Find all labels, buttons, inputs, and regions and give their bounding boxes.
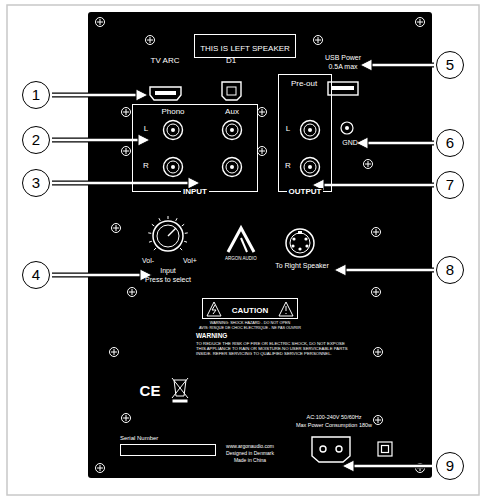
rating-label: 0.5A max: [328, 63, 357, 71]
callout-number: 3: [32, 175, 40, 192]
callout-number: 8: [446, 262, 454, 279]
warning-line: AVIS: RISQUE DE CHOC ELECTRIQUE - NE PAS…: [199, 326, 301, 330]
warning-symbols: [207, 302, 293, 316]
callout-number: 6: [446, 135, 454, 152]
callout-circle: 4: [22, 261, 50, 289]
channel-label: L: [144, 125, 148, 134]
port-label: USB Power: [325, 54, 361, 62]
brand-label: ARGON AUDIO: [225, 257, 257, 262]
output-label: Pre-out: [291, 80, 317, 89]
callout-circle: 7: [436, 171, 464, 199]
channel-label: R: [143, 162, 149, 171]
port-label: TV ARC: [151, 57, 180, 66]
hdmi-port: [150, 87, 181, 100]
callout-circle: 2: [22, 126, 50, 154]
class-ii-symbol: [378, 442, 392, 456]
optical-port: [222, 82, 241, 100]
frame: [7, 5, 479, 495]
warning-heading: WARNING: [196, 332, 227, 339]
callout-circle: 5: [436, 51, 464, 79]
terminal-label: GND: [342, 139, 358, 147]
input-group-box: INPUT: [132, 104, 258, 192]
gnd-terminal: [341, 122, 353, 134]
port-label: D1: [226, 57, 236, 66]
serial-heading: Serial Number: [120, 435, 216, 442]
side-label: THIS IS LEFT SPEAKER: [200, 44, 290, 53]
connector-label: To Right Speaker: [275, 262, 329, 270]
screws: [96, 18, 425, 473]
certification-mark: CE: [140, 383, 161, 400]
callout-circle: 1: [22, 81, 50, 109]
channel-label: R: [285, 162, 291, 171]
knob-label: Press to select: [145, 276, 191, 284]
usb-port: [328, 82, 358, 95]
back-panel: [88, 12, 432, 478]
callout-number: 1: [32, 87, 40, 104]
callout-number: 4: [32, 267, 40, 284]
serial-field: [120, 444, 216, 456]
info-text: Made in China: [234, 458, 266, 464]
din-connector: [286, 229, 314, 257]
group-heading: OUTPUT: [287, 188, 324, 197]
knob-label: Vol+: [183, 257, 197, 265]
side-label-box: THIS IS LEFT SPEAKER: [194, 34, 296, 58]
callout-number: 9: [446, 458, 454, 475]
knob-label: Input: [160, 267, 176, 275]
power-rating: Max Power Consumption 180w: [296, 422, 372, 428]
power-inlet: [312, 437, 350, 462]
caution-box: CAUTION: [202, 298, 298, 319]
serial-number-box: Serial Number: [120, 435, 216, 456]
group-heading: INPUT: [181, 188, 209, 197]
callout-number: 7: [446, 177, 454, 194]
info-text: Designed in Denmark: [226, 451, 274, 457]
warning-text: TO REDUCE THE RISK OF FIRE OR ELECTRIC S…: [196, 341, 348, 356]
callout-circle: 8: [436, 256, 464, 284]
input-label: Phono: [161, 108, 184, 117]
power-rating: AC:100-240V 50/60Hz: [306, 414, 361, 420]
caution-heading: CAUTION: [232, 307, 268, 316]
callout-circle: 9: [436, 452, 464, 480]
input-label: Aux: [225, 108, 239, 117]
callout-circle: 3: [22, 169, 50, 197]
weee-symbol: [172, 378, 188, 402]
knob-label: Vol-: [142, 257, 154, 265]
callout-circle: 6: [436, 129, 464, 157]
callout-arrows: [52, 59, 434, 472]
callout-number: 2: [32, 132, 40, 149]
callout-number: 5: [446, 57, 454, 74]
volume-knob: [148, 216, 188, 251]
argon-logo: [228, 228, 254, 252]
warning-line: WARNING: SHOCK HAZARD - DO NOT OPEN: [210, 321, 290, 325]
info-text: www.argonaudio.com: [226, 444, 274, 450]
channel-label: L: [286, 125, 290, 134]
